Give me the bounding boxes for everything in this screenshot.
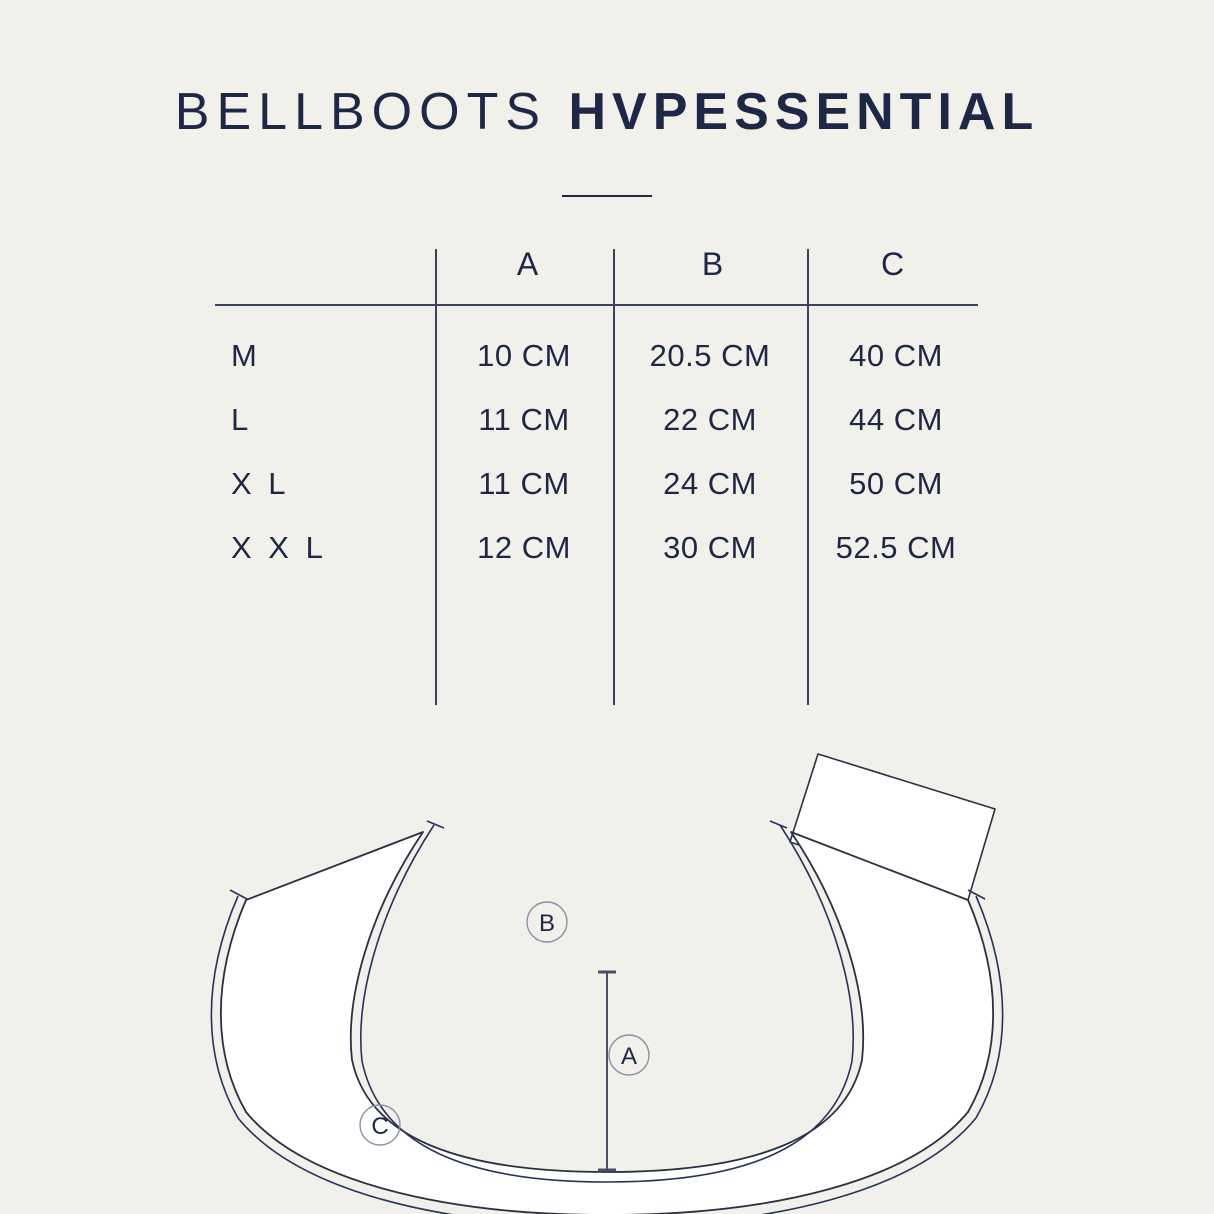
page-title-brand: BELLBOOTS bbox=[174, 83, 548, 141]
table-column-divider-3 bbox=[807, 249, 809, 705]
table-cell-size: L bbox=[231, 402, 253, 437]
label-a-text: A bbox=[621, 1043, 637, 1070]
bell-boot-body-shape bbox=[219, 831, 995, 1214]
table-cell-b: 22 CM bbox=[663, 402, 757, 437]
label-a-circle bbox=[608, 1034, 650, 1076]
table-row: L 11 CM 22 CM 44 CM bbox=[0, 398, 1214, 462]
table-cell-b: 24 CM bbox=[663, 466, 757, 501]
measurement-arc-c bbox=[210, 895, 1004, 1214]
table-column-divider-2 bbox=[613, 249, 615, 705]
measurement-arc-c-tick-left bbox=[229, 889, 248, 900]
measurement-arc-b bbox=[360, 824, 854, 1183]
table-cell-a: 12 CM bbox=[477, 530, 571, 565]
table-cell-size: M bbox=[231, 338, 261, 373]
page-title: BELLBOOTS HVPESSENTIAL bbox=[0, 82, 1214, 142]
table-cell-c: 52.5 CM bbox=[835, 530, 957, 565]
label-c-circle bbox=[359, 1104, 401, 1146]
table-cell-b: 20.5 CM bbox=[649, 338, 771, 373]
table-header-a: A bbox=[516, 246, 540, 282]
table-cell-c: 44 CM bbox=[849, 402, 943, 437]
label-a: A bbox=[608, 1034, 650, 1076]
measurement-arc-c-tick-right bbox=[967, 889, 986, 900]
table-cell-b: 30 CM bbox=[663, 530, 757, 565]
table-row: X L 11 CM 24 CM 50 CM bbox=[0, 462, 1214, 526]
label-c-text: C bbox=[371, 1113, 388, 1140]
table-row: M 10 CM 20.5 CM 40 CM bbox=[0, 334, 1214, 398]
label-b-text: B bbox=[539, 910, 555, 937]
table-header-rule bbox=[215, 304, 978, 306]
table-row: X X L 12 CM 30 CM 52.5 CM bbox=[0, 526, 1214, 590]
table-cell-a: 11 CM bbox=[478, 466, 570, 501]
table-column-divider-1 bbox=[435, 249, 437, 705]
measurement-arc-b-tick-left bbox=[426, 820, 445, 829]
page-title-product: HVPESSENTIAL bbox=[568, 83, 1040, 141]
table-cell-c: 40 CM bbox=[849, 338, 943, 373]
size-table: A B C M 10 CM 20.5 CM 40 CM L 11 CM 22 C… bbox=[0, 246, 1214, 705]
title-divider bbox=[562, 195, 652, 197]
label-c: C bbox=[359, 1104, 401, 1146]
table-cell-a: 11 CM bbox=[478, 402, 570, 437]
bell-boot-diagram: A B C bbox=[0, 720, 1214, 1214]
table-cell-a: 10 CM bbox=[477, 338, 571, 373]
measurement-arc-b-tick-right bbox=[769, 820, 788, 829]
table-cell-c: 50 CM bbox=[849, 466, 943, 501]
table-cell-size: X X L bbox=[231, 530, 327, 565]
table-cell-size: X L bbox=[231, 466, 290, 501]
label-b: B bbox=[526, 901, 568, 943]
label-b-circle bbox=[526, 901, 568, 943]
table-header-c: C bbox=[880, 246, 906, 282]
table-header-b: B bbox=[701, 246, 725, 282]
